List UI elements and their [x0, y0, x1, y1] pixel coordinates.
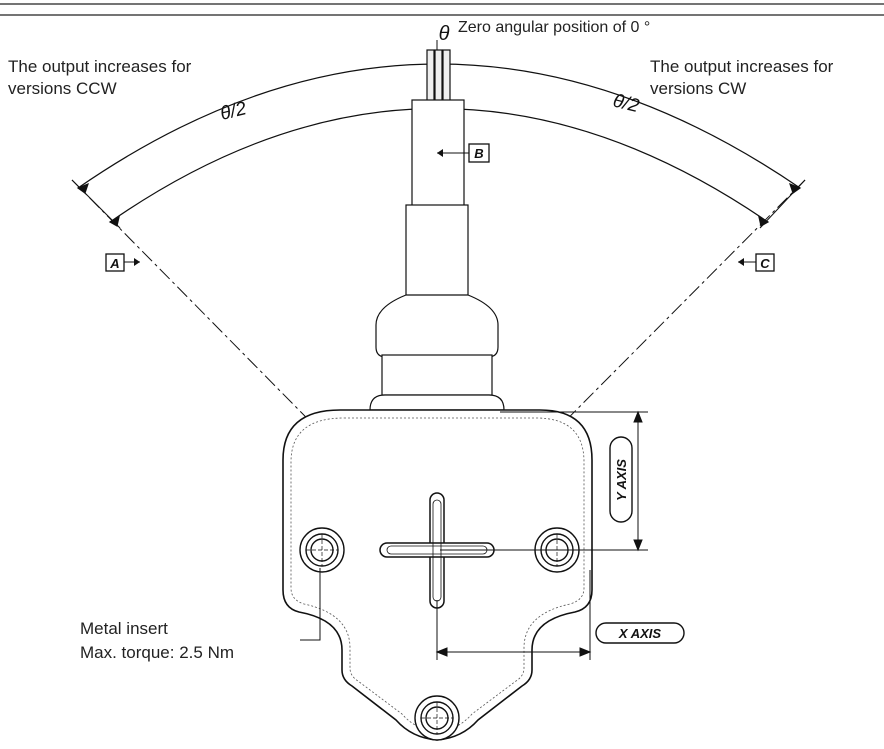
cw-note-line2: versions CW	[650, 79, 746, 98]
ccw-note-line1: The output increases for	[8, 57, 192, 76]
datum-c-label: C	[760, 256, 770, 271]
ccw-note-line2: versions CCW	[8, 79, 117, 98]
hole-left	[299, 527, 345, 573]
drawing-frame	[0, 3, 884, 16]
datum-c: C	[738, 253, 775, 272]
y-axis-label: Y AXIS	[614, 459, 629, 501]
x-axis-tag: X AXIS	[595, 622, 685, 644]
x-axis-label: X AXIS	[618, 626, 661, 641]
dimension-lines	[435, 410, 648, 660]
datum-a: A	[105, 253, 140, 272]
insert-note-line1: Metal insert	[80, 619, 168, 638]
datum-a-label: A	[109, 256, 119, 271]
y-axis-tag: Y AXIS	[609, 436, 633, 523]
half-angle-left: θ/2	[218, 98, 249, 125]
insert-leader	[300, 568, 321, 641]
insert-note-line2: Max. torque: 2.5 Nm	[80, 643, 234, 662]
cable	[369, 49, 505, 411]
cw-note-line1: The output increases for	[650, 57, 834, 76]
hole-bottom	[414, 695, 460, 741]
datum-b-label: B	[474, 146, 483, 161]
datum-b: B	[437, 143, 490, 163]
theta-label: θ	[439, 23, 450, 45]
zero-position-label: Zero angular position of 0 °	[458, 19, 650, 36]
half-angle-right: θ/2	[611, 90, 642, 117]
